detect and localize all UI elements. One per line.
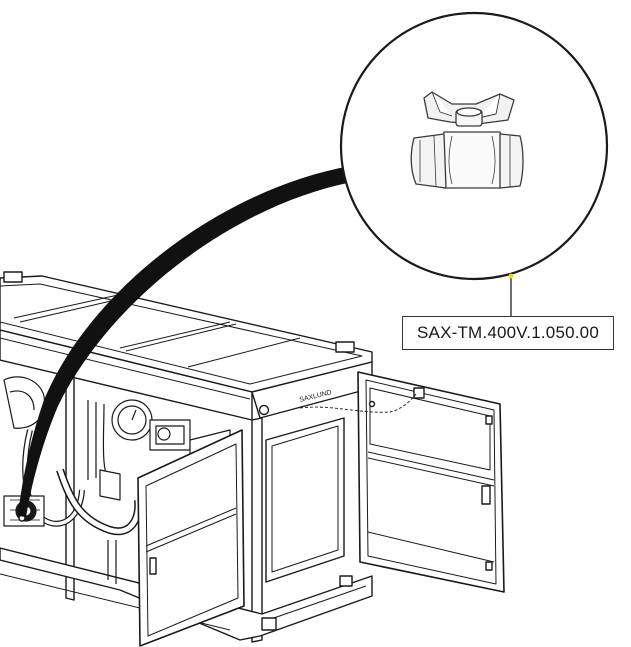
interior-machinery xyxy=(3,376,231,584)
container-unit: SAXLUND xyxy=(0,271,505,647)
part-number-label: SAX-TM.400V.1.050.00 xyxy=(402,316,614,350)
front-door-open xyxy=(137,429,245,647)
leader-anchor-dot xyxy=(508,273,514,279)
ball-valve-icon xyxy=(410,91,524,189)
side-door-open xyxy=(299,371,505,593)
side-wall-panel xyxy=(265,417,345,583)
container-roof xyxy=(0,275,373,393)
callout-leader-band xyxy=(18,166,352,517)
part-number-text: SAX-TM.400V.1.050.00 xyxy=(417,323,599,342)
